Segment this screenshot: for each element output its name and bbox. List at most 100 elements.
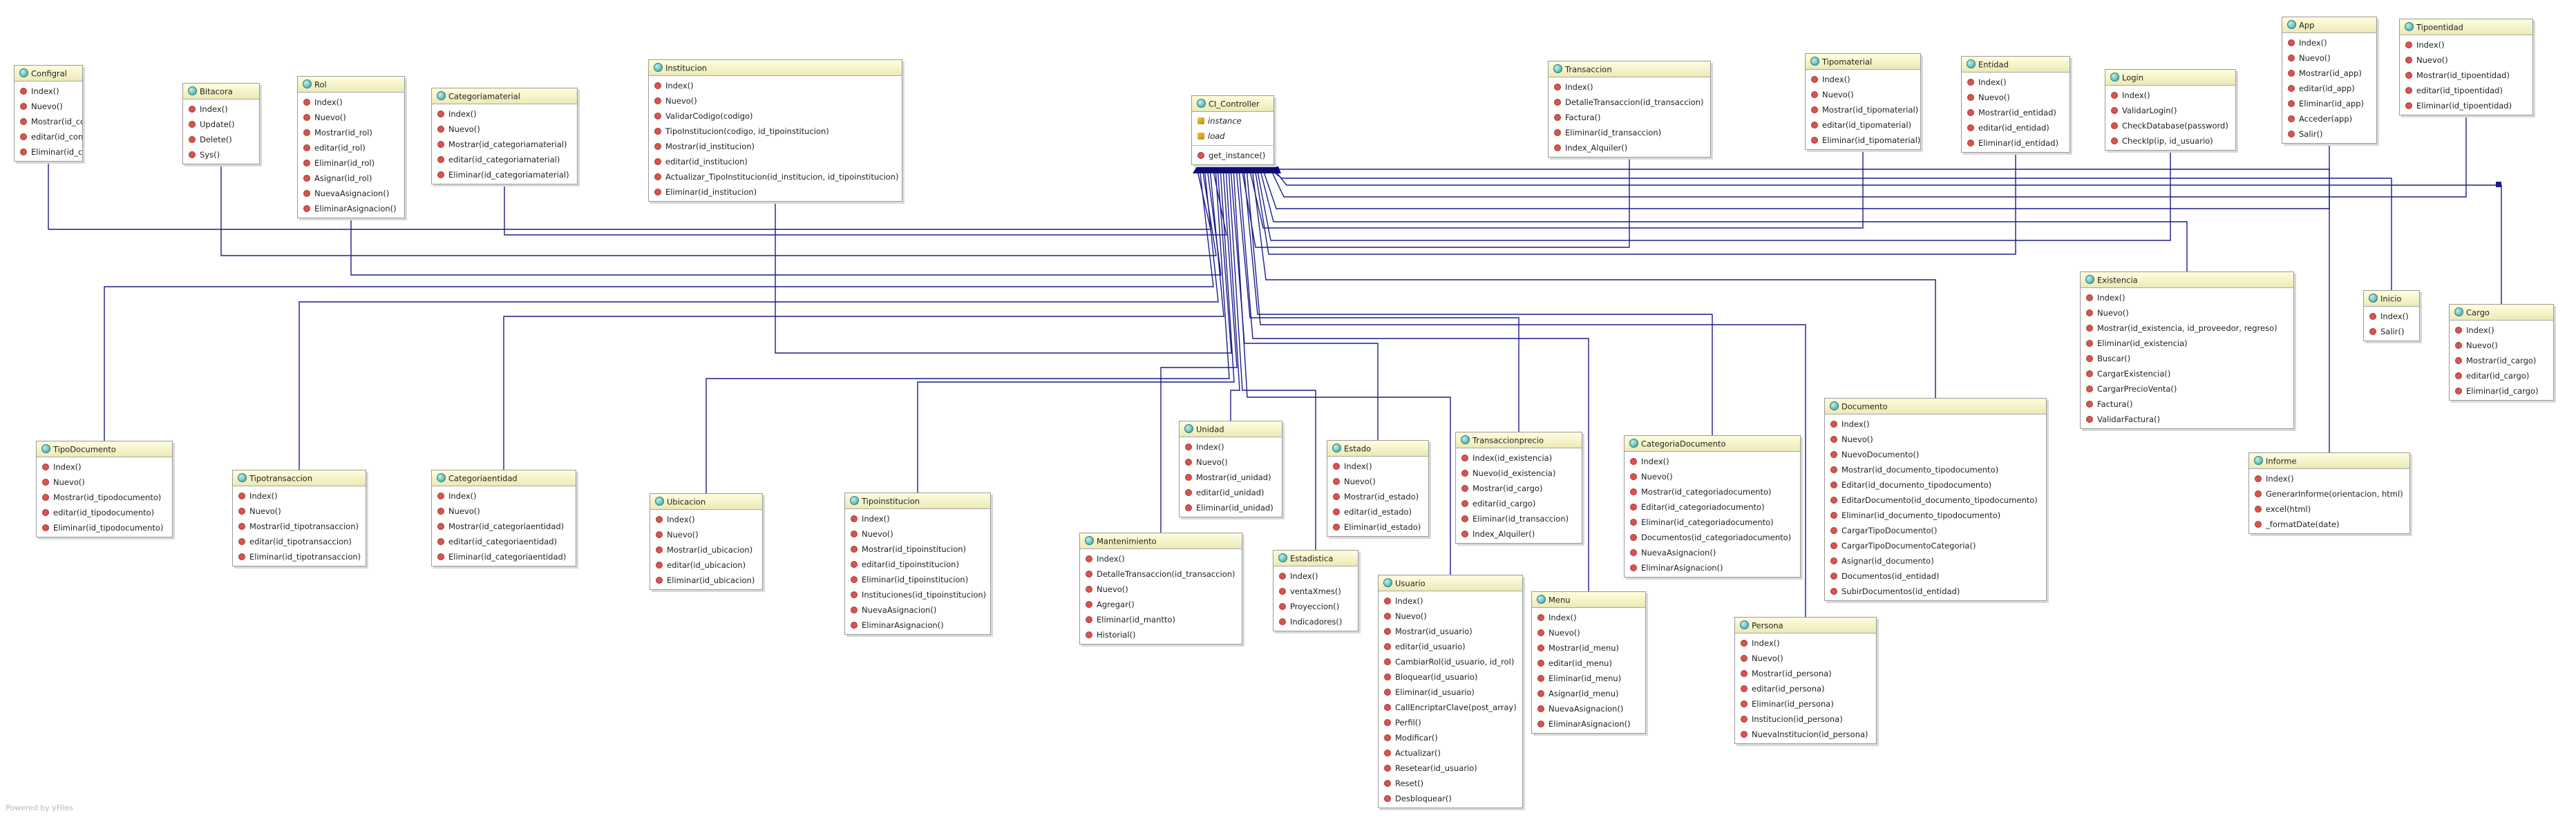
method-icon	[1967, 78, 1974, 86]
method-item: Sys()	[183, 147, 259, 162]
method-icon	[20, 148, 27, 155]
method-item-label: Factura()	[2097, 399, 2133, 409]
method-icon	[1537, 659, 1544, 667]
class-header: Categoriamaterial	[432, 88, 577, 104]
method-item: Instituciones(id_tipoinstitucion)	[845, 587, 990, 602]
method-item-label: Mostrar(id_categoriadocumento)	[1641, 487, 1772, 497]
method-item: Index()	[2081, 290, 2293, 305]
method-icon	[1333, 462, 1340, 470]
method-list: Index()ventaXmes()Proyeccion()Indicadore…	[1273, 566, 1358, 631]
class-header: Inicio	[2364, 291, 2419, 307]
method-icon	[1461, 499, 1468, 507]
method-item-label: Actualizar()	[1395, 748, 1441, 758]
class-header: Login	[2105, 70, 2235, 86]
method-item: ventaXmes()	[1273, 584, 1358, 599]
class-icon	[2110, 73, 2119, 82]
method-item: Buscar()	[2081, 351, 2293, 366]
class-header: Institucion	[649, 60, 902, 76]
method-icon	[303, 204, 310, 212]
method-icon	[2086, 324, 2093, 332]
method-item: Eliminar(id_tipomaterial)	[1806, 133, 1920, 148]
method-item: Index()	[2364, 309, 2419, 324]
method-item-label: CheckIp(ip, id_usuario)	[2122, 136, 2213, 146]
method-item: CallEncriptarClave(post_array)	[1379, 700, 1522, 715]
method-item-label: Mostrar(id_persona)	[1752, 669, 1832, 678]
method-icon	[1384, 642, 1391, 650]
method-item-label: editar(id_ubicacion)	[667, 560, 746, 570]
method-item-label: Nuevo()	[1978, 93, 2010, 102]
method-item-label: Nuevo()	[1196, 457, 1228, 467]
method-item: Mostrar(id_unidad)	[1180, 470, 1282, 485]
class-header: Categoriaentidad	[432, 470, 576, 486]
method-icon	[303, 113, 310, 121]
method-item: Index()	[1806, 72, 1920, 87]
method-icon	[654, 112, 661, 120]
method-item-label: Mostrar(id_configral)	[31, 117, 82, 126]
method-item-label: Nuevo()	[667, 530, 699, 540]
method-item-label: Salir()	[2299, 129, 2323, 139]
method-item-label: Mostrar(id_existencia, id_proveedor, reg…	[2097, 323, 2277, 333]
class-header: Tipomaterial	[1806, 54, 1920, 70]
method-item: EditarDocumento(id_documento_tipodocumen…	[1825, 493, 2046, 508]
method-item: Index()	[1327, 459, 1428, 474]
method-item: Eliminar(id_mantto)	[1080, 612, 1242, 627]
class-icon	[303, 79, 312, 88]
method-icon	[303, 159, 310, 166]
method-icon	[2086, 415, 2093, 423]
method-icon	[1537, 705, 1544, 712]
method-item: Salir()	[2364, 324, 2419, 339]
method-icon	[303, 144, 310, 151]
method-icon	[2288, 54, 2295, 61]
method-item: ValidarFactura()	[2081, 412, 2293, 427]
method-item: Nuevo()	[432, 504, 576, 519]
method-item-label: Mostrar(id_rol)	[314, 128, 372, 137]
method-item-label: editar(id_tipomaterial)	[1822, 120, 1912, 130]
footer-credit: Powered by yFiles	[6, 803, 73, 812]
method-list: Index()Salir()	[2364, 307, 2419, 341]
method-item-label: Index()	[448, 109, 477, 119]
class-header: Transaccionprecio	[1456, 432, 1582, 448]
method-icon	[1830, 572, 1837, 580]
method-item-label: Nuevo()	[1752, 654, 1783, 663]
method-item-label: Index()	[31, 86, 59, 96]
method-icon	[1185, 443, 1192, 450]
method-item-label: Index()	[1822, 75, 1850, 84]
method-item-label: Index()	[1196, 442, 1224, 452]
method-item: Documentos(id_entidad)	[1825, 569, 2046, 584]
method-item-label: editar(id_tipodocumento)	[53, 508, 155, 517]
method-item: Nuevo()	[1327, 474, 1428, 489]
class-configral[interactable]: ConfigralIndex()Nuevo()Mostrar(id_config…	[14, 65, 83, 162]
method-item: Agregar()	[1080, 597, 1242, 612]
class-icon	[188, 86, 197, 95]
